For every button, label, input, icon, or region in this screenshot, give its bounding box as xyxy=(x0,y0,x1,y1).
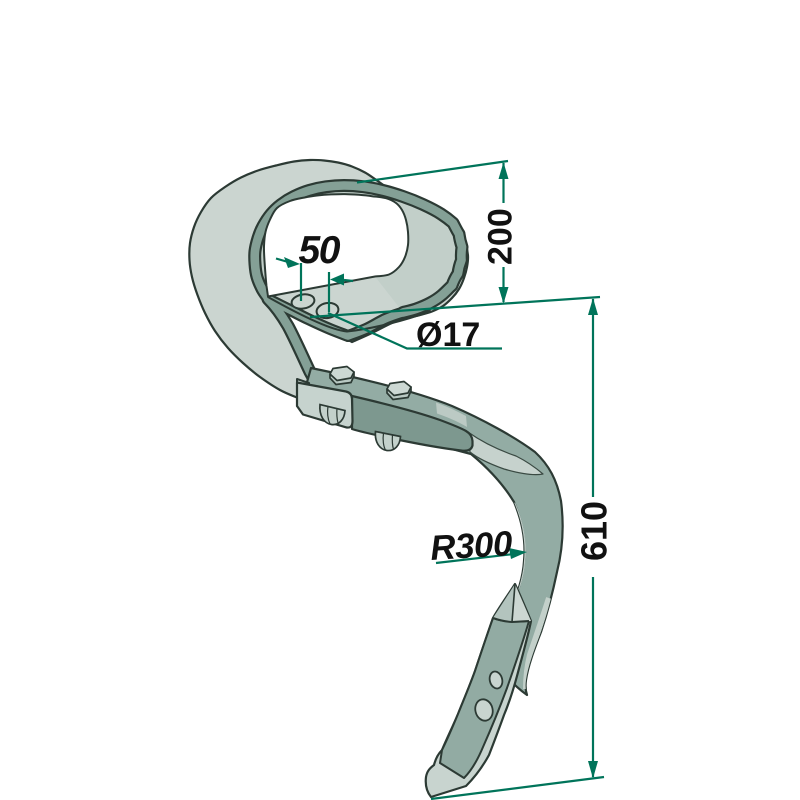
svg-text:200: 200 xyxy=(482,208,520,265)
svg-text:Ø17: Ø17 xyxy=(416,316,480,354)
svg-text:50: 50 xyxy=(299,229,341,272)
svg-text:610: 610 xyxy=(574,501,615,561)
svg-text:R300: R300 xyxy=(429,524,514,568)
